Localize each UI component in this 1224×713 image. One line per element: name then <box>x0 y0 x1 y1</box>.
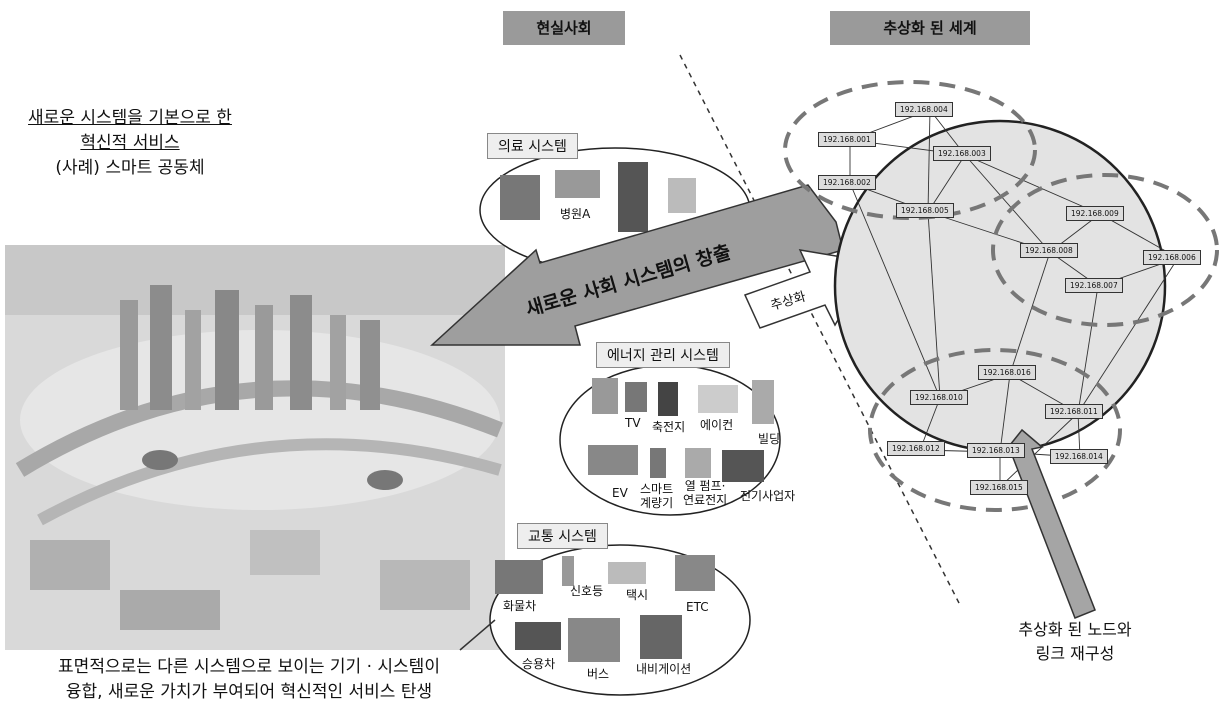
bus-image <box>568 618 620 662</box>
network-node: 192.168.005 <box>896 203 954 218</box>
truck-image <box>495 560 543 594</box>
network-node: 192.168.012 <box>887 441 945 456</box>
xray-image <box>668 178 696 213</box>
network-node: 192.168.011 <box>1045 404 1103 419</box>
caption-line2: 융합, 새로운 가치가 부여되어 혁신적인 서비스 탄생 <box>14 680 484 705</box>
energy-device-utility: 전기사업자 <box>740 487 795 504</box>
network-node: 192.168.004 <box>895 102 953 117</box>
taxi-image <box>608 562 646 584</box>
traffic-device-signal: 신호등 <box>570 582 603 599</box>
medical-device-hospital: 병원A <box>560 205 590 222</box>
building-image <box>752 380 774 424</box>
energy-device-ev: EV <box>612 486 628 500</box>
hospital-image <box>555 170 600 198</box>
network-node: 192.168.010 <box>910 390 968 405</box>
network-node: 192.168.006 <box>1143 250 1201 265</box>
bottom-caption: 표면적으로는 다른 시스템으로 보이는 기기 · 시스템이 융합, 새로운 가치… <box>14 655 484 705</box>
etc-image <box>675 555 715 591</box>
reconstruct-line1: 추상화 된 노드와 <box>985 618 1165 642</box>
tv-image <box>625 382 647 412</box>
battery-image <box>658 382 678 416</box>
city-illustration <box>5 245 505 650</box>
energy-device-battery: 축전지 <box>652 418 685 435</box>
network-node: 192.168.001 <box>818 132 876 147</box>
heatpump-image <box>685 448 711 478</box>
energy-system-label: 에너지 관리 시스템 <box>596 342 730 368</box>
network-node: 192.168.009 <box>1066 206 1124 221</box>
network-node: 192.168.015 <box>970 480 1028 495</box>
energy-device-heatpump: 열 펌프· 연료전지 <box>683 479 727 507</box>
traffic-device-car: 승용차 <box>522 655 555 672</box>
traffic-device-etc: ETC <box>686 600 709 614</box>
caption-line1: 표면적으로는 다른 시스템으로 보이는 기기 · 시스템이 <box>14 655 484 680</box>
traffic-device-navi: 내비게이션 <box>636 660 691 677</box>
network-node: 192.168.014 <box>1050 449 1108 464</box>
meter-image <box>650 448 666 478</box>
navi-image <box>640 615 682 659</box>
reconstruct-caption: 추상화 된 노드와 링크 재구성 <box>985 618 1165 666</box>
network-node: 192.168.003 <box>933 146 991 161</box>
medical-system-label: 의료 시스템 <box>487 133 578 159</box>
network-node: 192.168.008 <box>1020 243 1078 258</box>
traffic-system-label: 교통 시스템 <box>517 523 608 549</box>
network-node: 192.168.007 <box>1065 278 1123 293</box>
scan-image <box>618 162 648 232</box>
network-node: 192.168.016 <box>978 365 1036 380</box>
traffic-device-taxi: 택시 <box>626 586 648 603</box>
energy-device-aircon: 에이컨 <box>700 416 733 433</box>
traffic-device-truck: 화물차 <box>503 597 536 614</box>
network-node: 192.168.002 <box>818 175 876 190</box>
reconstruct-line2: 링크 재구성 <box>985 642 1165 666</box>
aircon-image <box>698 385 738 413</box>
ev-image <box>588 445 638 475</box>
house-image <box>592 378 618 414</box>
utility-image <box>722 450 764 482</box>
network-node: 192.168.013 <box>967 443 1025 458</box>
car-image <box>515 622 561 650</box>
mri-image <box>500 175 540 220</box>
energy-device-smartmeter: 스마트 계량기 <box>640 482 673 510</box>
traffic-device-bus: 버스 <box>587 665 609 682</box>
energy-device-tv: TV <box>625 416 641 430</box>
energy-device-building: 빌딩 <box>758 430 780 447</box>
